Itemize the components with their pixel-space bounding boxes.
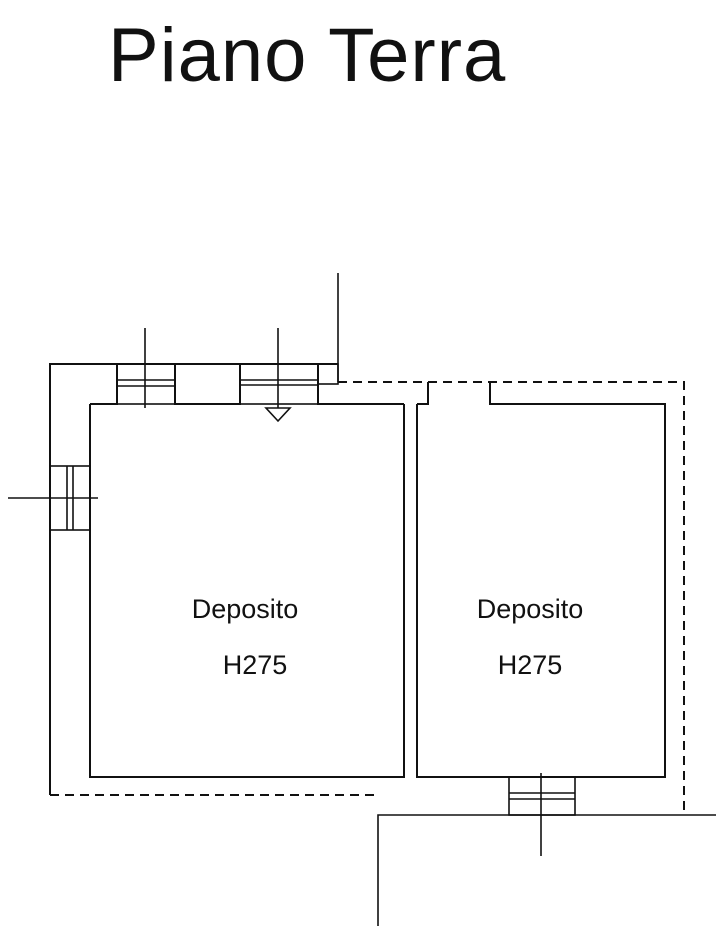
reference-lines (337, 273, 716, 926)
room-1-height: H275 (223, 650, 288, 680)
window-top-left (116, 328, 176, 408)
wall-corner-square (317, 363, 339, 385)
room-2-name: Deposito (477, 594, 584, 624)
room-2-height: H275 (498, 650, 563, 680)
level-marker-icon (264, 407, 292, 423)
page-title: Piano Terra (108, 13, 507, 98)
room-1-name: Deposito (192, 594, 299, 624)
window-top-middle (239, 328, 319, 408)
outer-wall-left (49, 363, 338, 795)
window-left-wall (8, 465, 98, 531)
outer-wall-right-dashed (338, 381, 685, 815)
inner-wall-lines (89, 364, 666, 778)
